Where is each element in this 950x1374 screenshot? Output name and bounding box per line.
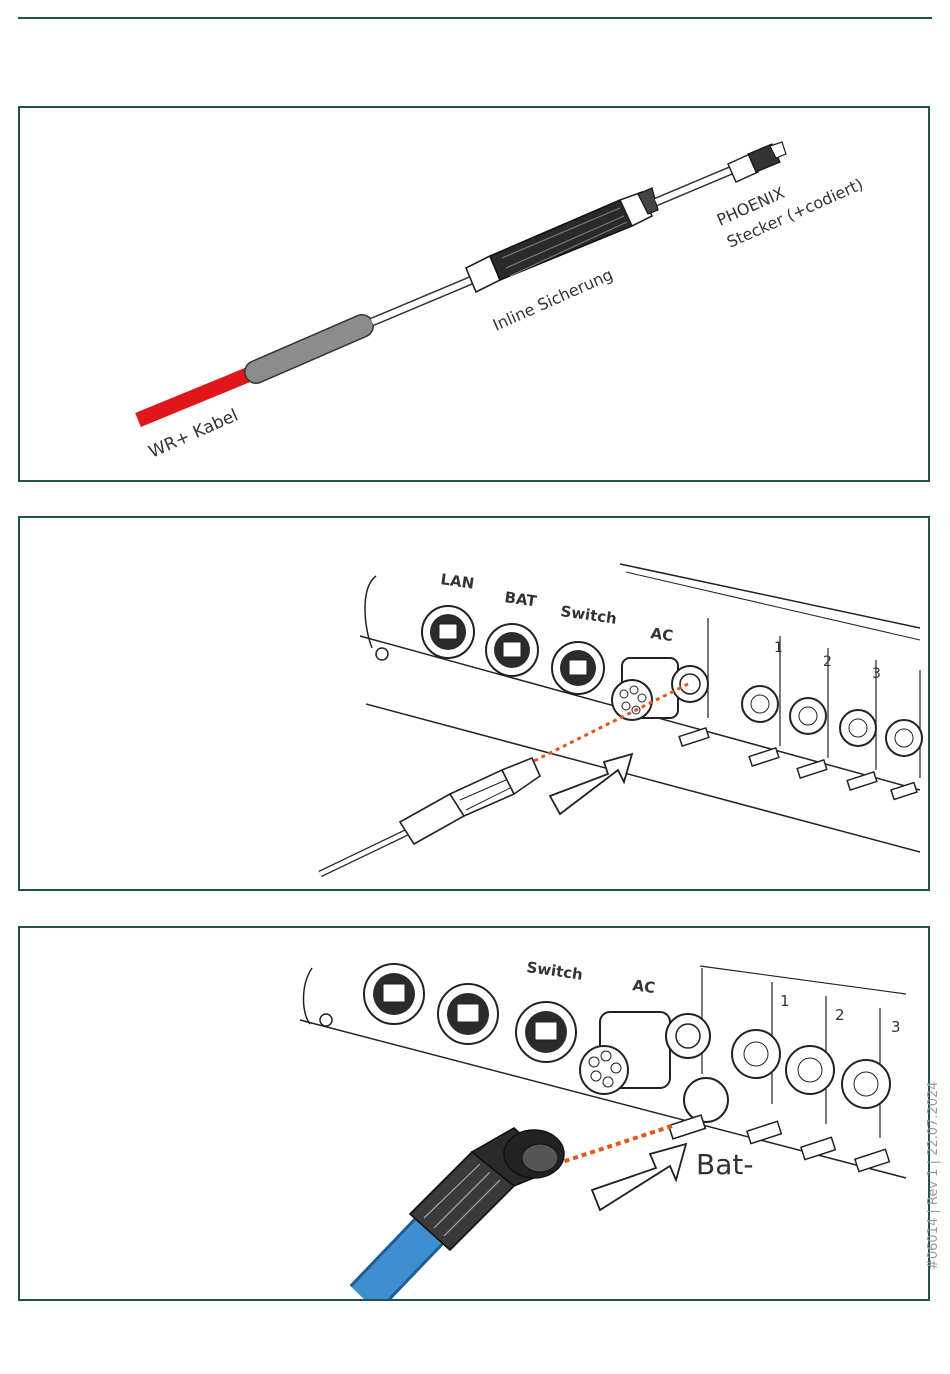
- panel-connect-bat-minus: Switch AC 1 2 3 Bat-: [18, 926, 930, 1301]
- port-label-switch: Switch: [559, 602, 618, 628]
- bat-plus-socket: [666, 1014, 710, 1058]
- switch-port: [552, 642, 604, 694]
- inline-fuse-body: [466, 188, 658, 292]
- label-bat-minus: Bat-: [696, 1148, 753, 1181]
- bat-plus-socket: [672, 666, 708, 702]
- bat-minus-plug: [410, 1128, 564, 1250]
- housing-edge: [366, 704, 920, 852]
- wire-segment: [656, 170, 732, 202]
- document-footer-code: #06014 | Rev 1 | 22.07.2024: [926, 1081, 941, 1270]
- inline-fuse-illustration: WR+ Kabel Inline Sicherung PHOENIX Steck…: [20, 108, 928, 480]
- port-label-ac: AC: [649, 624, 674, 645]
- bat-comm-port: [438, 984, 498, 1044]
- panel-connect-wr-plus: LAN BAT Switch AC 1 2 3: [18, 516, 930, 891]
- port-label-ac: AC: [631, 976, 656, 997]
- panel-inline-fuse-cable: WR+ Kabel Inline Sicherung PHOENIX Steck…: [18, 106, 930, 482]
- lan-port: [422, 606, 474, 658]
- mppt-number-3: 3: [891, 1018, 901, 1036]
- phoenix-connector: [728, 142, 786, 182]
- phoenix-plug: [400, 758, 540, 844]
- top-divider-rule: [18, 17, 932, 19]
- direction-arrow: [550, 754, 632, 814]
- inverter-ports-illustration-2: Switch AC 1 2 3 Bat-: [20, 928, 928, 1299]
- direction-arrow: [592, 1144, 686, 1210]
- port-label-lan: LAN: [439, 570, 475, 593]
- bat-minus-pin: [679, 728, 709, 746]
- bat-comm-port: [486, 624, 538, 676]
- wire-segment: [372, 280, 472, 322]
- ac-port: [612, 658, 678, 720]
- grey-heat-shrink-sleeve: [256, 326, 362, 372]
- port-label-switch: Switch: [525, 958, 584, 984]
- mppt-number-2: 2: [823, 654, 832, 670]
- screw-icon: [376, 648, 388, 660]
- screw-icon: [320, 1014, 332, 1026]
- inverter-ports-illustration-1: LAN BAT Switch AC 1 2 3: [20, 518, 928, 889]
- ac-port: [580, 1012, 670, 1094]
- wr-plus-cable: [320, 826, 420, 874]
- lan-port: [364, 964, 424, 1024]
- mppt-number-2: 2: [835, 1006, 845, 1024]
- mppt-number-3: 3: [872, 666, 881, 682]
- mppt-number-1: 1: [780, 992, 790, 1010]
- port-label-bat: BAT: [503, 588, 538, 610]
- mppt-number-1: 1: [774, 640, 783, 656]
- switch-port: [516, 1002, 576, 1062]
